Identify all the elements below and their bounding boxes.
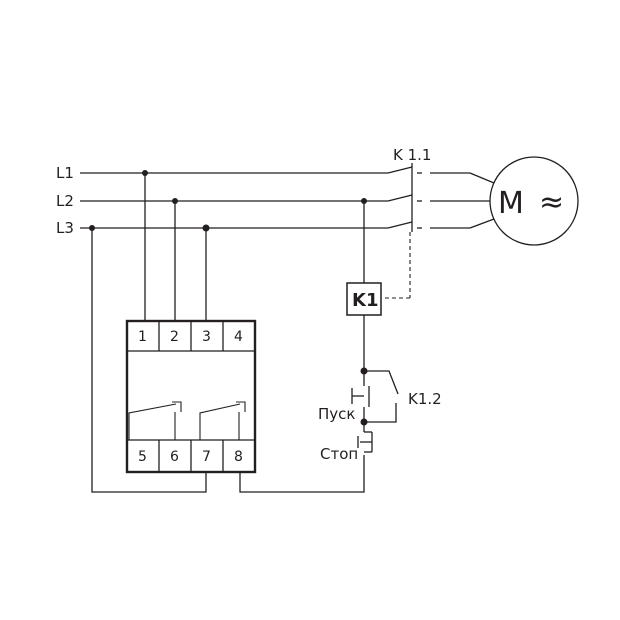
wire-l3-to-terminal-7 bbox=[91, 228, 207, 493]
relay-terminal-1: 1 bbox=[138, 329, 147, 345]
wire-terminal-8-to-stop bbox=[239, 455, 365, 493]
line-label-l1: L1 bbox=[56, 164, 74, 182]
relay-terminal-5: 5 bbox=[138, 449, 147, 465]
motor-wire-l1-b bbox=[469, 172, 495, 184]
relay-terminal-6: 6 bbox=[170, 449, 179, 465]
motor-symbol: M bbox=[498, 186, 524, 221]
line-label-l3: L3 bbox=[56, 219, 74, 237]
relay-terminal-2: 2 bbox=[170, 329, 179, 345]
start-button-symbol bbox=[351, 371, 370, 422]
line-label-l2: L2 bbox=[56, 192, 74, 210]
motor-circle bbox=[489, 156, 579, 246]
start-button-label: Пуск bbox=[318, 405, 355, 423]
contactor-main-label: K 1.1 bbox=[393, 146, 431, 164]
relay-terminal-3: 3 bbox=[202, 329, 211, 345]
relay-terminal-7: 7 bbox=[202, 449, 211, 465]
motor-ac-symbol: ≈ bbox=[539, 185, 564, 220]
relay-terminal-4: 4 bbox=[234, 329, 243, 345]
motor-wire-l3-b bbox=[469, 218, 495, 229]
coil-k1-label: K1 bbox=[352, 290, 378, 311]
relay-internal-contacts bbox=[128, 401, 246, 440]
aux-contact-k12 bbox=[364, 370, 399, 423]
contactor-main-contacts bbox=[383, 163, 422, 299]
stop-button-label: Стоп bbox=[320, 445, 358, 463]
relay-terminal-8: 8 bbox=[234, 449, 243, 465]
aux-contact-label: K1.2 bbox=[408, 390, 442, 408]
coil-k1-box bbox=[346, 282, 382, 316]
stop-button-symbol bbox=[357, 422, 373, 453]
